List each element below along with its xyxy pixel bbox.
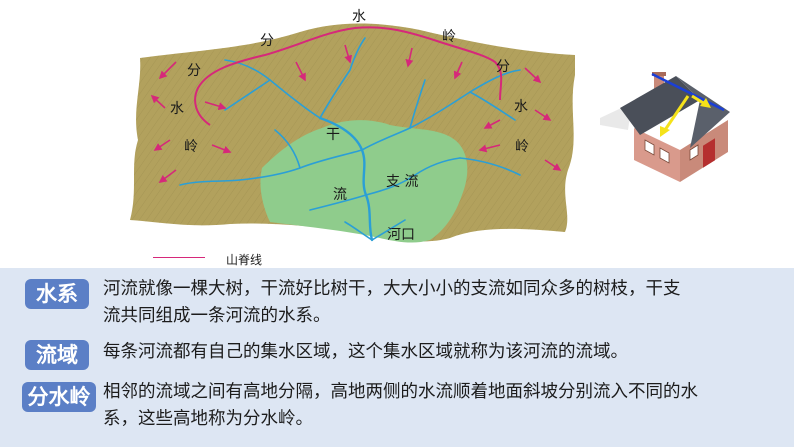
divide-right-label-3: 岭 <box>515 139 529 155</box>
definition-text-drainage-basin: 每条河流都有自己的集水区域，这个集水区域就称为该河流的流域。 <box>103 342 628 362</box>
divide-left-label-3: 岭 <box>184 139 198 155</box>
term-badge-watershed-divide: 分水岭 <box>22 382 96 412</box>
divide-top-label-1: 分 <box>260 33 274 49</box>
divide-left-label-2: 水 <box>170 101 184 117</box>
divide-right-label-1: 分 <box>496 59 510 75</box>
legend-label: 山脊线 <box>226 253 263 267</box>
divide-top-label-2: 水 <box>352 9 366 25</box>
river-mouth-label: 河口 <box>387 227 415 243</box>
term-badge-drainage-basin: 流域 <box>25 340 89 370</box>
trunk-label-1: 干 <box>326 127 340 143</box>
tributary-label: 支 流 <box>386 174 419 190</box>
trunk-label-2: 流 <box>333 187 347 203</box>
divide-right-label-2: 水 <box>514 99 528 115</box>
ridge-line <box>194 26 503 126</box>
divide-top-label-3: 岭 <box>442 29 456 45</box>
watershed-map <box>130 23 575 243</box>
definition-text-watershed-divide: 相邻的流域之间有高地分隔，高地两侧的水流顺着地面斜坡分别流入不同的水 系，这些高… <box>103 382 698 429</box>
house-roof-slope-icon <box>600 72 730 182</box>
definitions-panel: 水系 河流就像一棵大树，干流好比树干，大大小小的支流如同众多的树枝，干支 流共同… <box>0 268 794 447</box>
slope-arrows <box>150 44 562 183</box>
divide-left-label-1: 分 <box>187 63 201 79</box>
legend-ridge-line-swatch <box>153 257 205 258</box>
definition-text-water-system: 河流就像一棵大树，干流好比树干，大大小小的支流如同众多的树枝，干支 流共同组成一… <box>103 279 681 326</box>
term-badge-water-system: 水系 <box>25 279 89 309</box>
river-network <box>179 37 521 242</box>
